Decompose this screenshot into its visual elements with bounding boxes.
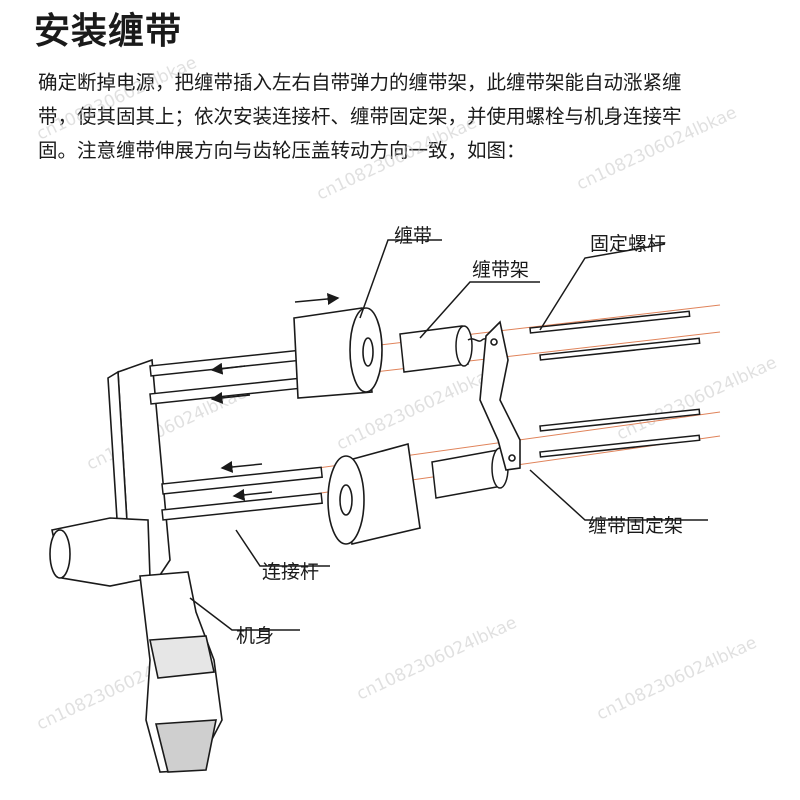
watermark: cn1082306024lbkae (594, 633, 760, 725)
page-title: 安装缠带 (34, 11, 183, 52)
part-labels: 缠带 缠带架 固定螺杆 缠带固定架 连接杆 机身 (236, 225, 683, 647)
leader-lines (189, 239, 708, 631)
instruction-line: 带，使其固其上；依次安装连接杆、缠带固定架，并使用螺栓与机身连接牢 (38, 105, 682, 128)
watermark: cn1082306024lbkae (614, 353, 780, 445)
connecting-rods (149, 349, 323, 521)
watermark: cn1082306024lbkae (34, 53, 200, 145)
tape-fixing-bracket (479, 320, 521, 471)
instruction-paragraph: 确定断掉电源，把缠带插入左右自带弹力的缠带架，此缠带架能自动涨紧缠 带，使其固其… (38, 66, 773, 168)
label-tape-holder: 缠带架 (472, 259, 529, 281)
fixing-screw-rods (529, 310, 701, 458)
watermark: cn1082306024lbkae (574, 103, 740, 195)
direction-arrows (210, 292, 340, 501)
lower-tape-roll (327, 442, 421, 545)
label-body: 机身 (236, 625, 274, 647)
label-tape-fixing-bracket: 缠带固定架 (588, 515, 683, 537)
instruction-line: 确定断掉电源，把缠带插入左右自带弹力的缠带架，此缠带架能自动涨紧缠 (38, 71, 682, 94)
upper-tape-roll (293, 307, 383, 399)
watermark: cn1082306024lbkae (314, 113, 480, 205)
label-connecting-rod: 连接杆 (262, 561, 319, 583)
label-tape: 缠带 (394, 225, 432, 247)
watermark: cn1082306024lbkae (354, 613, 520, 705)
machine-body (49, 358, 223, 773)
label-fixing-screw-rod: 固定螺杆 (590, 233, 666, 255)
instruction-line: 固。注意缠带伸展方向与齿轮压盖转动方向一致，如图： (38, 139, 526, 162)
